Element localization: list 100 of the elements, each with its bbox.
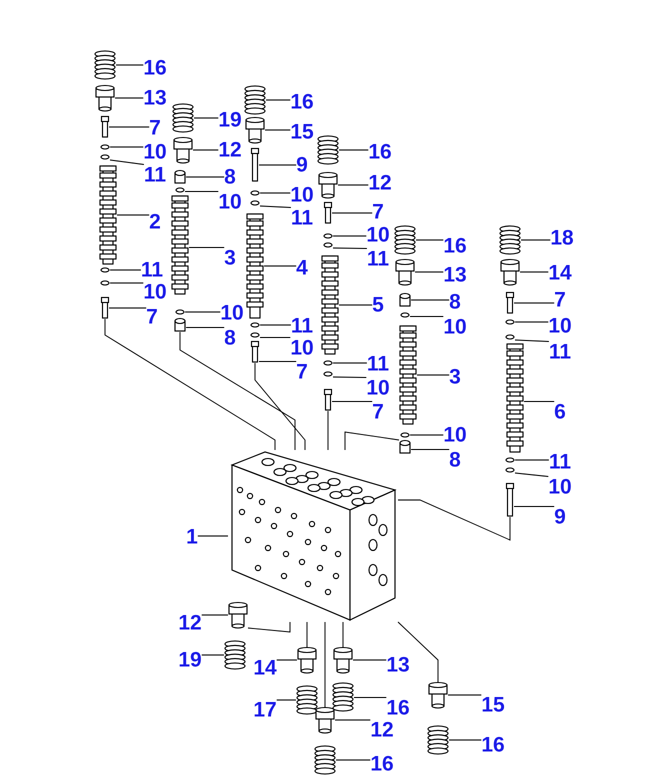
callout-number: 7 xyxy=(149,118,161,138)
spring-drawing xyxy=(317,136,339,164)
plug-drawing xyxy=(395,259,415,285)
callout-number: 11 xyxy=(140,260,164,280)
plug-drawing xyxy=(245,117,265,143)
o-ring-drawing xyxy=(400,312,410,318)
leader-line xyxy=(332,212,373,214)
o-ring-drawing xyxy=(100,280,110,286)
callout-number: 16 xyxy=(368,142,392,162)
spool-drawing xyxy=(99,165,117,265)
o-ring-drawing xyxy=(250,332,260,338)
spring-drawing xyxy=(394,226,416,254)
callout-number: 13 xyxy=(143,88,167,108)
leader-line xyxy=(201,614,228,616)
callout-number: 8 xyxy=(449,450,461,470)
plug-drawing xyxy=(428,682,448,708)
pin-drawing xyxy=(506,292,514,314)
callout-number: 7 xyxy=(146,306,158,328)
callout-number: 12 xyxy=(368,172,392,194)
o-ring-drawing xyxy=(250,200,260,206)
callout-number: 10 xyxy=(290,184,314,206)
callout-number: 11 xyxy=(290,316,314,336)
pin-drawing xyxy=(101,116,109,138)
leader-line xyxy=(260,206,292,208)
spring-drawing xyxy=(172,104,194,132)
leader-line xyxy=(416,374,450,376)
callout-number: 8 xyxy=(449,292,461,312)
spring-drawing xyxy=(94,51,116,79)
plug-drawing xyxy=(173,137,193,163)
callout-number: 8 xyxy=(224,166,236,188)
o-ring-drawing xyxy=(505,319,515,325)
valve-block-drawing xyxy=(228,450,398,622)
leader-line xyxy=(410,449,450,450)
callout-number: 10 xyxy=(143,142,167,162)
callout-number: 2 xyxy=(149,212,161,232)
callout-number: 16 xyxy=(386,698,410,718)
callout-number: 12 xyxy=(178,612,202,634)
assembly-line xyxy=(104,318,276,450)
leader-line xyxy=(116,64,144,66)
cap-drawing xyxy=(399,440,411,454)
plug-drawing xyxy=(315,707,335,733)
spring-drawing xyxy=(224,641,246,669)
callout-number: 16 xyxy=(290,92,314,112)
spool-drawing xyxy=(246,213,264,319)
o-ring-drawing xyxy=(505,467,515,473)
assembly-line xyxy=(342,622,344,648)
callout-number: 16 xyxy=(443,236,467,256)
o-ring-drawing xyxy=(400,432,410,438)
spool-drawing xyxy=(399,325,417,425)
leader-line xyxy=(332,248,368,249)
callout-number: 11 xyxy=(366,248,390,270)
leader-line xyxy=(514,302,555,304)
callout-number: 7 xyxy=(554,290,566,310)
callout-number: 10 xyxy=(143,282,167,302)
callout-number: 1 xyxy=(186,526,198,548)
leader-line xyxy=(260,324,292,326)
callout-number: 10 xyxy=(366,378,390,398)
o-ring-drawing xyxy=(100,267,110,273)
callout-number: 10 xyxy=(548,316,572,336)
leader-line xyxy=(354,697,387,698)
pin-drawing xyxy=(324,389,332,411)
leader-line xyxy=(116,214,150,216)
o-ring-drawing xyxy=(250,322,260,328)
cap-drawing xyxy=(399,293,411,307)
callout-number: 16 xyxy=(143,58,167,78)
spool-drawing xyxy=(321,255,339,355)
pin-drawing xyxy=(324,202,332,224)
spring-drawing xyxy=(332,683,354,711)
o-ring-drawing xyxy=(175,187,185,193)
assembly-line xyxy=(398,622,438,682)
o-ring-drawing xyxy=(505,334,515,340)
callout-number: 19 xyxy=(218,110,242,130)
spool-drawing xyxy=(506,343,524,453)
leader-line xyxy=(110,160,144,165)
callout-number: 11 xyxy=(548,452,572,472)
spring-drawing xyxy=(314,746,336,774)
spool-drawing xyxy=(171,195,189,295)
o-ring-drawing xyxy=(250,190,260,196)
o-ring-drawing xyxy=(323,371,333,377)
leader-line xyxy=(110,146,144,148)
o-ring-drawing xyxy=(100,154,110,160)
plug-drawing xyxy=(333,647,353,673)
leader-line xyxy=(410,316,444,317)
leader-line xyxy=(110,282,144,284)
plug-drawing xyxy=(500,259,520,285)
callout-number: 7 xyxy=(296,362,308,382)
leader-line xyxy=(332,362,368,364)
callout-number: 15 xyxy=(481,694,505,716)
leader-line xyxy=(184,191,219,192)
callout-number: 10 xyxy=(218,192,242,212)
leader-line xyxy=(108,126,150,128)
callout-number: 11 xyxy=(144,164,166,186)
o-ring-drawing xyxy=(175,309,185,315)
assembly-line xyxy=(180,332,296,450)
callout-number: 15 xyxy=(290,122,314,142)
spring-drawing xyxy=(499,226,521,254)
callout-number: 12 xyxy=(218,140,242,160)
callout-number: 9 xyxy=(296,154,308,176)
leader-line xyxy=(258,164,297,166)
leader-line xyxy=(332,376,367,378)
